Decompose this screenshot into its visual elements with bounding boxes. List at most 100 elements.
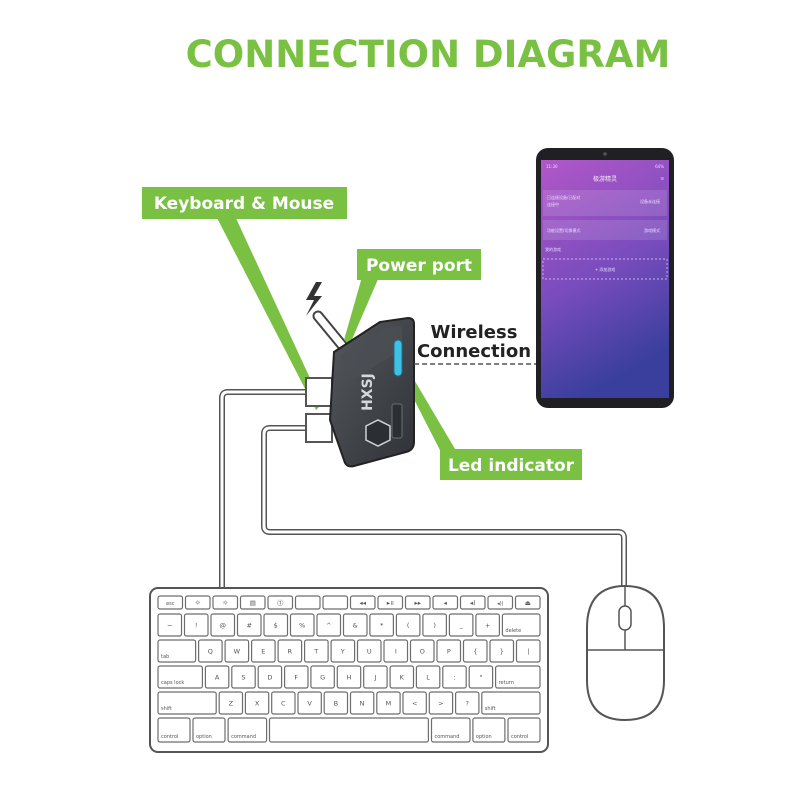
keyboard-key <box>198 639 223 663</box>
keyboard-key-label: R <box>288 648 293 656</box>
keyboard-key <box>294 595 321 610</box>
keyboard-key-label: | <box>527 648 529 656</box>
keyboard-key <box>448 613 474 637</box>
label-keyboard-mouse-text: Keyboard & Mouse <box>154 194 334 214</box>
keyboard-key <box>157 595 184 610</box>
label-led-indicator: Led indicator <box>440 449 582 480</box>
phone-section-title: 我的游戏 <box>545 246 561 252</box>
keyboard-key-label: P <box>447 648 451 656</box>
power-cable <box>312 310 352 356</box>
phone-row2-left: 功能设置/切换模式 <box>547 227 580 233</box>
keyboard-key-label: # <box>246 622 251 630</box>
keyboard-key <box>507 717 541 743</box>
usb-plug-keyboard <box>305 377 333 407</box>
keyboard-key <box>356 639 382 663</box>
keyboard-key-label: % <box>299 622 305 630</box>
keyboard-key-label: C <box>281 700 286 708</box>
keyboard-key-label: : <box>453 674 455 682</box>
keyboard-key <box>336 665 362 689</box>
keyboard-key-label: command <box>435 734 460 740</box>
keyboard-key-label: ^ <box>326 622 331 630</box>
keyboard-key-label: ⏏ <box>525 599 531 607</box>
keyboard-key-label: shift <box>485 706 496 712</box>
keyboard-key <box>271 691 296 715</box>
phone-row1-line1: 已连接设备/已配对 <box>547 194 580 200</box>
phone-menu-icon: ☰ <box>660 176 664 181</box>
keyboard-key <box>481 691 541 715</box>
keyboard-key <box>404 595 431 610</box>
keyboard-key <box>468 665 494 689</box>
lightning-icon <box>306 282 322 316</box>
keyboard-key <box>395 613 421 637</box>
keyboard-key <box>323 691 349 715</box>
keyboard-key-label: @ <box>219 622 226 630</box>
keyboard-key-label: Y <box>340 648 345 656</box>
phone-row2-right: 游戏模式 <box>644 227 660 233</box>
keyboard-key <box>515 639 541 663</box>
hexagon-button <box>365 419 391 447</box>
usb-plug-mouse <box>305 413 333 443</box>
keyboard-key <box>472 717 506 743</box>
keyboard-key <box>415 665 441 689</box>
keyboard-key-label: ▤ <box>250 599 256 607</box>
keyboard-key-label: ⓵ <box>277 598 284 607</box>
keyboard-key-label: tab <box>161 654 169 660</box>
keyboard-key-label: ☼ <box>222 599 228 607</box>
keyboard-key-label: F <box>294 674 298 682</box>
keyboard-key <box>183 613 209 637</box>
keyboard-key <box>227 717 268 743</box>
keyboard-key-label: ~ <box>167 622 172 630</box>
keyboard-key-label: $ <box>274 622 278 630</box>
keyboard-key-label: esc <box>166 601 175 607</box>
keyboard-key <box>432 595 459 610</box>
keyboard-key <box>369 613 394 637</box>
keyboard-key-label: ◂)) <box>497 601 503 607</box>
phone-row1-right: 设备未连接 <box>640 198 660 204</box>
keyboard-key <box>330 639 356 663</box>
keyboard-key <box>322 595 349 610</box>
keyboard-key <box>402 691 427 715</box>
keyboard-key <box>487 595 514 610</box>
mouse <box>586 584 665 722</box>
keyboard-key-label: ) <box>433 622 436 630</box>
keyboard-key-label: control <box>511 734 528 740</box>
keyboard-key <box>383 639 409 663</box>
label-power-port-text: Power port <box>366 256 472 276</box>
keyboard-key-label: _ <box>459 622 464 630</box>
keyboard-key <box>501 613 541 637</box>
keyboard-key-label: option <box>196 734 212 740</box>
keyboard-key <box>455 691 480 715</box>
smartphone: 11:30 64% 极游精灵 ☰ 已连接设备/已配对 连接中 设备未连接 功能设… <box>536 148 674 408</box>
keyboard-key <box>192 717 226 743</box>
keyboard-key-label: Z <box>229 700 234 708</box>
keyboard-key-label: delete <box>505 628 521 634</box>
keyboard-key <box>263 613 289 637</box>
keyboard-mouse-pointer <box>215 214 322 410</box>
keyboard-key <box>349 595 376 610</box>
keyboard-key <box>157 691 217 715</box>
keyboard-key-label: G <box>320 674 325 682</box>
keyboard-key-label: + <box>485 622 490 630</box>
keyboard-key-label: M <box>386 700 392 708</box>
keyboard-key-label: ◂◂ <box>360 599 367 607</box>
keyboard-key-label: J <box>373 674 376 682</box>
keyboard-key <box>316 613 342 637</box>
keyboard-key-label: return <box>499 680 514 686</box>
keyboard-key-label: ▸॥ <box>387 599 394 607</box>
label-power-port: Power port <box>357 249 481 280</box>
label-led-indicator-text: Led indicator <box>448 456 575 476</box>
keyboard-key <box>489 639 515 663</box>
keyboard-key-label: K <box>400 674 405 682</box>
keyboard-key <box>436 639 462 663</box>
keyboard-key-label: X <box>255 700 260 708</box>
keyboard-key-label: " <box>479 674 482 682</box>
keyboard-key-label: O <box>420 648 425 656</box>
led-indicator <box>393 339 403 377</box>
keyboard-key-label: V <box>307 700 312 708</box>
keyboard-key <box>462 639 488 663</box>
keyboard: esc☼☼▤⓵◂◂▸॥▸▸◂◂)◂))⏏~!@#$%^&*()_+deletet… <box>149 587 549 753</box>
keyboard-key-label: option <box>476 734 492 740</box>
keyboard-key <box>277 639 303 663</box>
keyboard-key <box>495 665 541 689</box>
